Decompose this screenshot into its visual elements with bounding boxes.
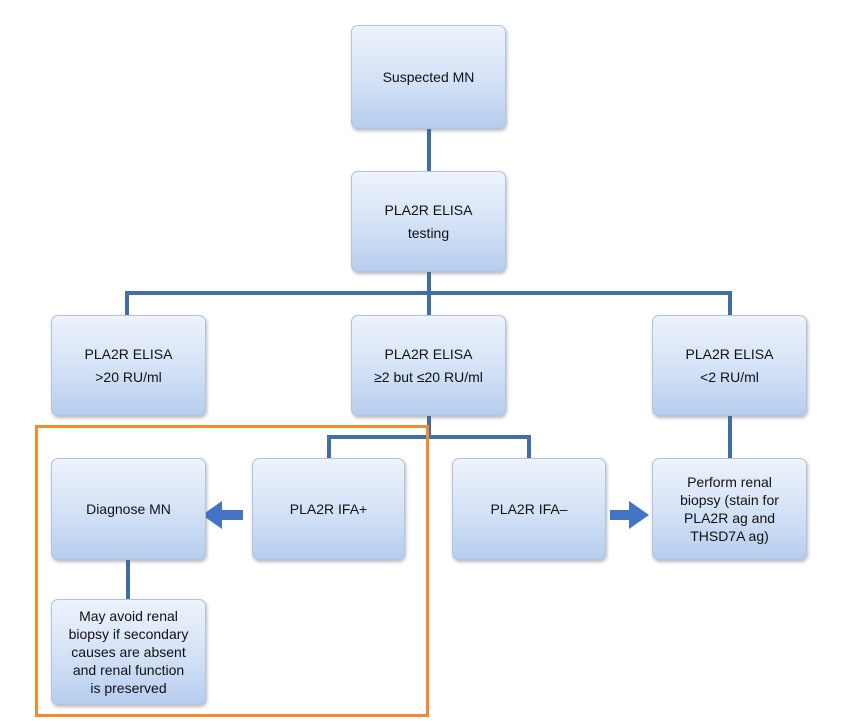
node-ifa-positive: PLA2R IFA+ — [252, 458, 405, 560]
node-elisa-mid-label: PLA2R ELISA ≥2 but ≤20 RU/ml — [374, 345, 483, 385]
highlight-frame — [35, 425, 429, 717]
node-avoid-biopsy: May avoid renal biopsy if secondary caus… — [51, 599, 206, 705]
node-ifa-negative-label: PLA2R IFA– — [490, 500, 568, 517]
node-elisa-low-label: PLA2R ELISA <2 RU/ml — [685, 345, 774, 385]
node-perform-biopsy-label: Perform renal biopsy (stain for PLA2R ag… — [680, 474, 779, 544]
arrow-ifa-negative-to-biopsy — [610, 501, 649, 529]
node-elisa-testing-label: PLA2R ELISA testing — [384, 201, 473, 241]
node-avoid-biopsy-label: May avoid renal biopsy if secondary caus… — [68, 608, 189, 696]
node-elisa-high-label: PLA2R ELISA >20 RU/ml — [84, 345, 173, 385]
node-elisa-high: PLA2R ELISA >20 RU/ml — [51, 315, 206, 416]
node-ifa-positive-label: PLA2R IFA+ — [289, 500, 368, 517]
node-elisa-mid: PLA2R ELISA ≥2 but ≤20 RU/ml — [351, 315, 506, 416]
node-ifa-negative: PLA2R IFA– — [452, 458, 606, 560]
node-elisa-testing: PLA2R ELISA testing — [351, 171, 506, 272]
node-elisa-low: PLA2R ELISA <2 RU/ml — [652, 315, 807, 416]
arrow-ifa-positive-to-diagnose — [202, 501, 243, 529]
node-perform-biopsy: Perform renal biopsy (stain for PLA2R ag… — [652, 458, 807, 560]
node-diagnose-mn: Diagnose MN — [51, 458, 206, 560]
node-suspected-mn-label: Suspected MN — [382, 68, 475, 85]
node-diagnose-mn-label: Diagnose MN — [86, 500, 171, 517]
node-suspected-mn: Suspected MN — [351, 25, 506, 129]
